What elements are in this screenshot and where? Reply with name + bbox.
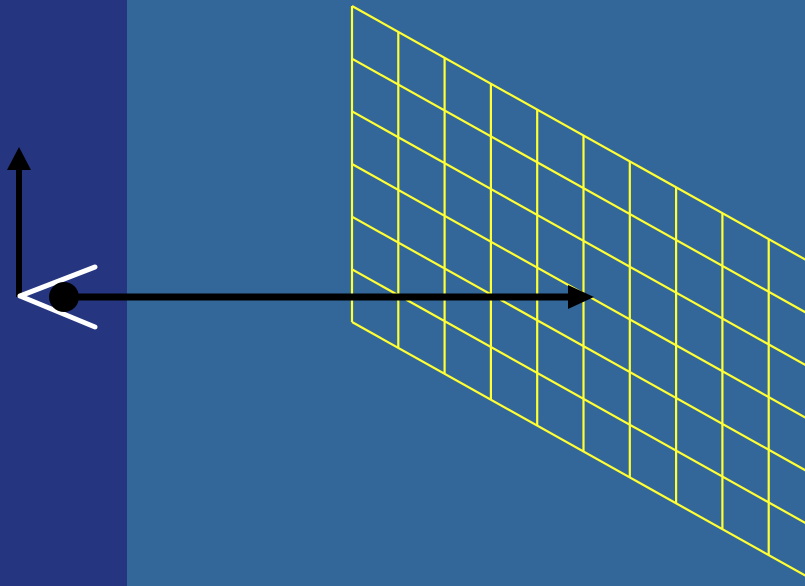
up-vector-arrow [7, 147, 31, 297]
grid-horizontal-line [351, 110, 805, 366]
arrow-up-icon [7, 147, 31, 170]
grid-horizontal-line [351, 57, 805, 314]
arrow-right-icon [568, 285, 594, 309]
grid-horizontal-line [351, 5, 805, 261]
grid-horizontal-line [351, 321, 805, 577]
eye-lower-line [17, 293, 98, 330]
image-plane-grid [350, 5, 805, 577]
grid-horizontal-line [351, 268, 805, 524]
view-direction-arrow [64, 285, 594, 309]
grid-horizontal-line [351, 215, 805, 472]
eye-upper-line [17, 264, 98, 299]
